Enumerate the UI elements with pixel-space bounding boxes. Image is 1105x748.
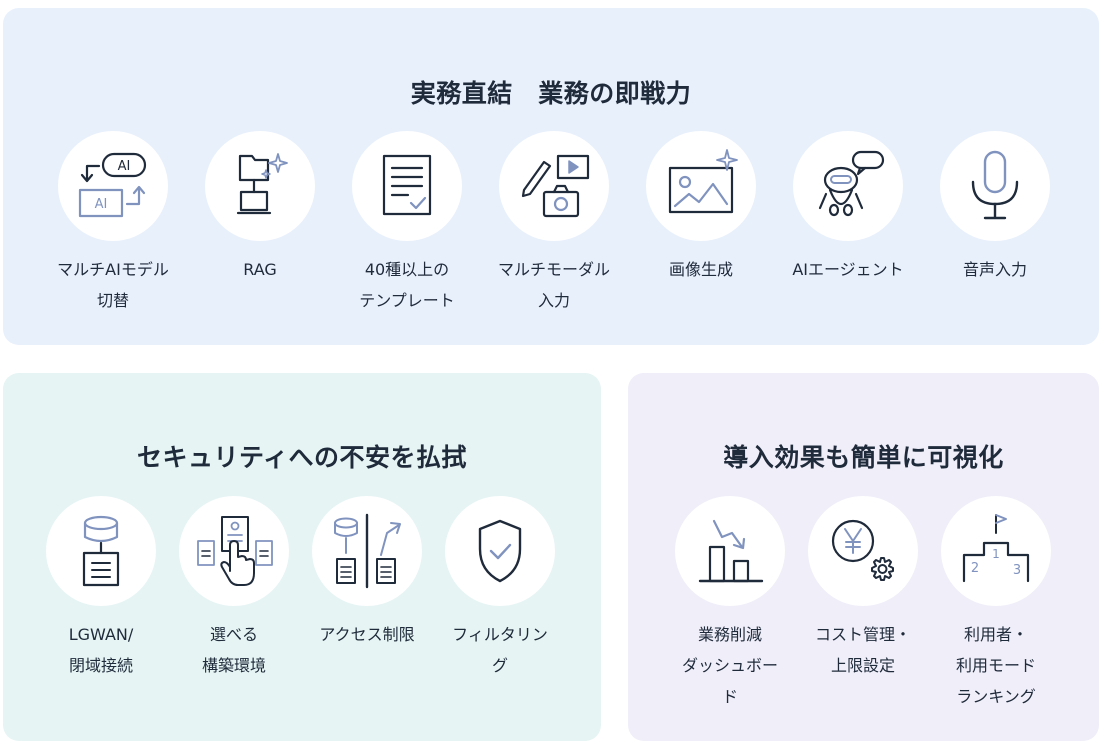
features-panel: 実務直結 業務の即戦力 AI AI マルチAIモデル 切替 bbox=[3, 8, 1099, 345]
image-generation-icon bbox=[646, 131, 756, 241]
feature-environment: 選べる 構築環境 bbox=[169, 496, 299, 681]
security-panel-title: セキュリティへの不安を払拭 bbox=[136, 443, 467, 472]
feature-label: フィルタリン グ bbox=[452, 625, 548, 675]
feature-label: マルチAIモデル 切替 bbox=[57, 260, 169, 310]
rag-folder-icon bbox=[205, 131, 315, 241]
svg-text:1: 1 bbox=[992, 547, 1000, 561]
feature-image-generation: 画像生成 bbox=[636, 131, 766, 285]
svg-text:2: 2 bbox=[971, 561, 979, 576]
feature-label: RAG bbox=[243, 260, 277, 279]
feature-label: コスト管理・ 上限設定 bbox=[814, 625, 911, 675]
feature-multimodal: マルチモーダル 入力 bbox=[489, 131, 619, 316]
feature-label: 利用者・ 利用モード ランキング bbox=[955, 625, 1036, 706]
feature-filtering: フィルタリン グ bbox=[435, 496, 565, 681]
robot-agent-icon bbox=[793, 131, 903, 241]
features-panel-title: 実務直結 業務の即戦力 bbox=[410, 79, 692, 108]
feature-label: AIエージェント bbox=[792, 260, 904, 279]
podium-ranking-icon: 1 2 3 bbox=[941, 496, 1051, 606]
feature-cost: コスト管理・ 上限設定 bbox=[798, 496, 928, 681]
svg-text:3: 3 bbox=[1013, 563, 1021, 578]
feature-templates: 40種以上の テンプレート bbox=[342, 131, 472, 316]
feature-ai-agent: AIエージェント bbox=[783, 131, 913, 285]
access-restriction-icon bbox=[312, 496, 422, 606]
svg-text:AI: AI bbox=[95, 197, 108, 212]
feature-ai-switch: AI AI マルチAIモデル 切替 bbox=[48, 131, 178, 316]
feature-voice-input: 音声入力 bbox=[930, 131, 1060, 285]
feature-label: 選べる 構築環境 bbox=[201, 625, 266, 675]
shield-check-icon bbox=[445, 496, 555, 606]
feature-label: 音声入力 bbox=[962, 260, 1027, 279]
feature-label: LGWAN/ 閉域接続 bbox=[68, 625, 134, 675]
effect-panel-title: 導入効果も簡単に可視化 bbox=[723, 443, 1004, 472]
feature-rag: RAG bbox=[195, 131, 325, 285]
feature-label: 画像生成 bbox=[668, 260, 733, 279]
database-server-icon bbox=[46, 496, 156, 606]
feature-lgwan: LGWAN/ 閉域接続 bbox=[36, 496, 166, 681]
bar-chart-down-icon bbox=[675, 496, 785, 606]
feature-access: アクセス制限 bbox=[302, 496, 432, 650]
feature-label: アクセス制限 bbox=[319, 625, 415, 644]
feature-label: 業務削減 ダッシュボー ド bbox=[681, 625, 778, 706]
feature-ranking: 1 2 3 利用者・ 利用モード ランキング bbox=[931, 496, 1061, 712]
multimodal-input-icon bbox=[499, 131, 609, 241]
document-template-icon bbox=[352, 131, 462, 241]
select-environment-icon bbox=[179, 496, 289, 606]
microphone-icon bbox=[940, 131, 1050, 241]
security-panel: セキュリティへの不安を払拭 LGWAN/ 閉域接続 bbox=[3, 373, 601, 741]
feature-label: マルチモーダル 入力 bbox=[497, 260, 610, 310]
feature-dashboard: 業務削減 ダッシュボー ド bbox=[665, 496, 795, 712]
effect-panel: 導入効果も簡単に可視化 業務削減 ダッシュボー ド コスト管理・ 上限設定 bbox=[628, 373, 1099, 741]
svg-text:AI: AI bbox=[118, 159, 131, 174]
yen-gear-icon bbox=[808, 496, 918, 606]
ai-switch-icon: AI AI bbox=[58, 131, 168, 241]
feature-label: 40種以上の テンプレート bbox=[359, 260, 455, 310]
